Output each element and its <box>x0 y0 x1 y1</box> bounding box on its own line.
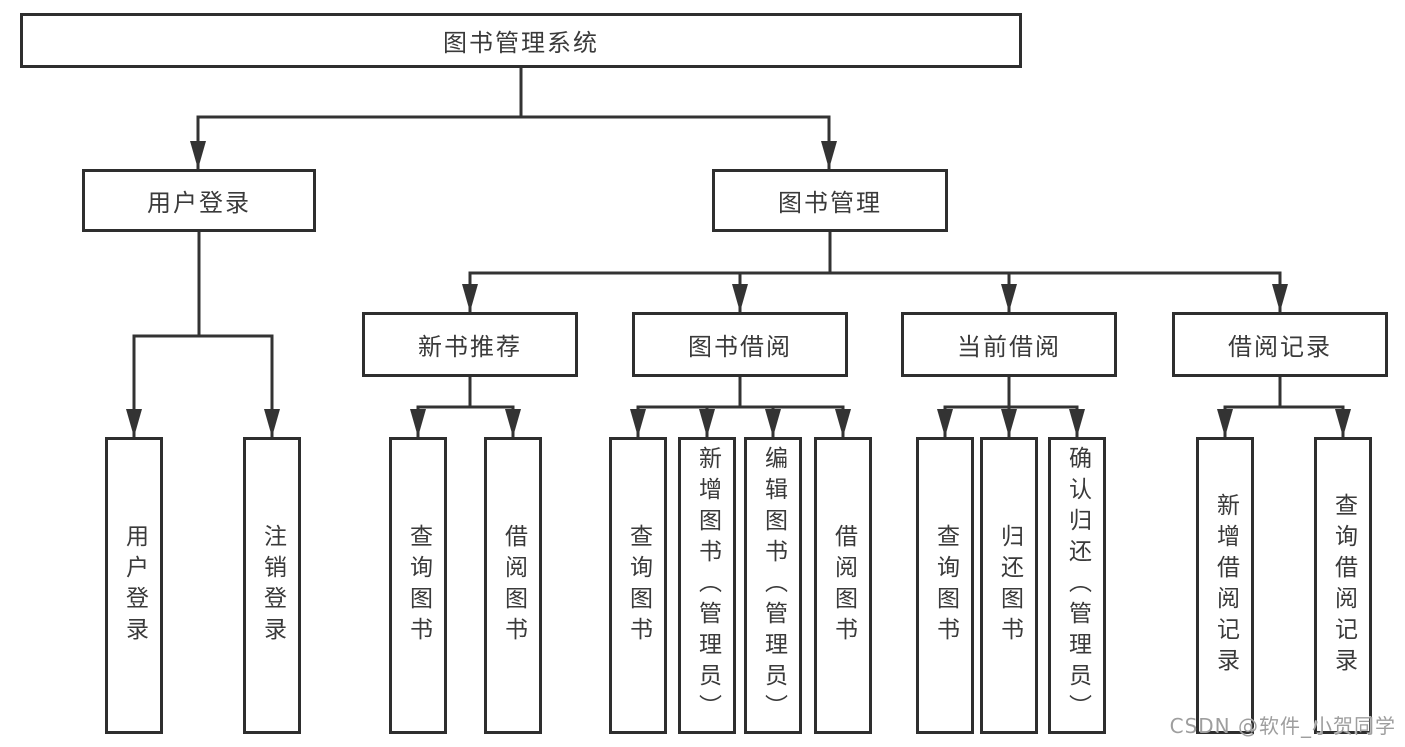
leaf-current-confirm-return-admin-label: 确认归还（管理员） <box>1064 446 1091 725</box>
leaf-newrec-borrow-books: 借阅图书 <box>484 437 542 734</box>
leaf-borrow-add-books-admin-label: 新增图书（管理员） <box>694 446 721 725</box>
leaf-user-login: 用户登录 <box>105 437 163 734</box>
leaf-current-confirm-return-admin: 确认归还（管理员） <box>1048 437 1106 734</box>
leaf-record-add-borrow-record: 新增借阅记录 <box>1196 437 1254 734</box>
leaf-current-query-books-label: 查询图书 <box>932 523 959 648</box>
leaf-record-add-borrow-record-label: 新增借阅记录 <box>1212 492 1239 679</box>
leaf-borrow-edit-books-admin: 编辑图书（管理员） <box>744 437 802 734</box>
leaf-newrec-query-books-label: 查询图书 <box>405 523 432 648</box>
node-user-login: 用户登录 <box>82 169 316 232</box>
node-book-borrow: 图书借阅 <box>632 312 848 377</box>
node-borrow-record: 借阅记录 <box>1172 312 1388 377</box>
node-root: 图书管理系统 <box>20 13 1022 68</box>
leaf-logout: 注销登录 <box>243 437 301 734</box>
leaf-record-query-borrow-record: 查询借阅记录 <box>1314 437 1372 734</box>
node-new-book-recommend-label: 新书推荐 <box>418 333 522 361</box>
csdn-watermark: CSDN @软件_小贺同学 <box>1169 714 1396 738</box>
node-root-label: 图书管理系统 <box>443 29 599 57</box>
leaf-current-return-books: 归还图书 <box>980 437 1038 734</box>
node-book-management-label: 图书管理 <box>778 189 882 217</box>
leaf-user-login-label: 用户登录 <box>121 523 148 648</box>
leaf-current-return-books-label: 归还图书 <box>996 523 1023 648</box>
leaf-logout-label: 注销登录 <box>259 523 286 648</box>
leaf-borrow-query-books-label: 查询图书 <box>625 523 652 648</box>
node-current-borrow: 当前借阅 <box>901 312 1117 377</box>
leaf-borrow-add-books-admin: 新增图书（管理员） <box>678 437 736 734</box>
node-current-borrow-label: 当前借阅 <box>957 333 1061 361</box>
leaf-borrow-borrow-books-label: 借阅图书 <box>830 523 857 648</box>
leaf-newrec-borrow-books-label: 借阅图书 <box>500 523 527 648</box>
leaf-record-query-borrow-record-label: 查询借阅记录 <box>1330 492 1357 679</box>
node-book-borrow-label: 图书借阅 <box>688 333 792 361</box>
leaf-newrec-query-books: 查询图书 <box>389 437 447 734</box>
leaf-borrow-edit-books-admin-label: 编辑图书（管理员） <box>760 446 787 725</box>
node-book-management: 图书管理 <box>712 169 948 232</box>
leaf-current-query-books: 查询图书 <box>916 437 974 734</box>
node-borrow-record-label: 借阅记录 <box>1228 333 1332 361</box>
node-user-login-label: 用户登录 <box>147 189 251 217</box>
leaf-borrow-query-books: 查询图书 <box>609 437 667 734</box>
leaf-borrow-borrow-books: 借阅图书 <box>814 437 872 734</box>
node-new-book-recommend: 新书推荐 <box>362 312 578 377</box>
